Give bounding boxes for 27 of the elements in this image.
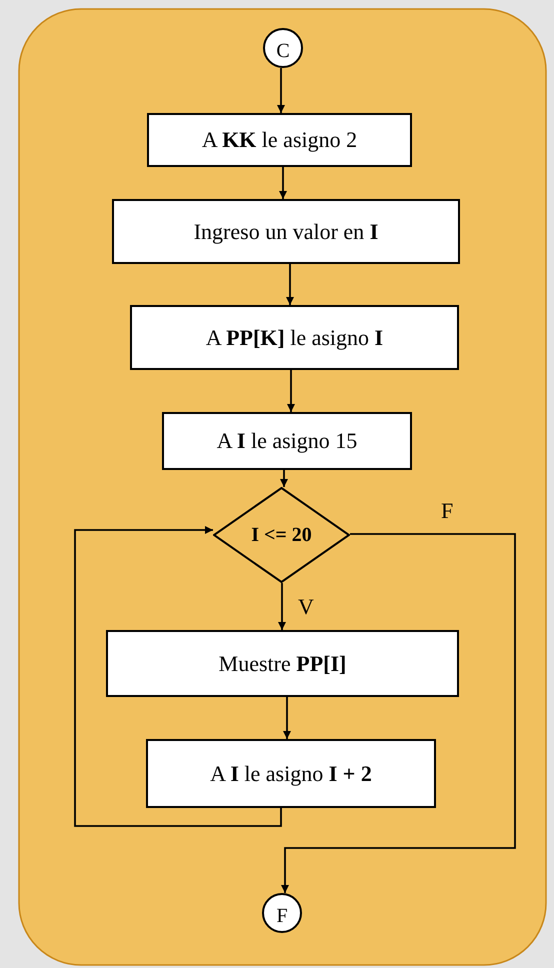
node-text: I <= 20 — [251, 524, 312, 546]
arrow — [280, 470, 288, 487]
process-box — [112, 199, 460, 264]
edge-label: F — [441, 500, 454, 522]
arrow — [286, 264, 294, 305]
node-text: A KK le asigno 2 — [202, 127, 358, 153]
node-text: A PP[K] le asigno I — [206, 324, 384, 350]
arrow — [279, 167, 287, 199]
decision-diamond — [213, 487, 350, 583]
node-text: C — [276, 40, 290, 62]
node-text: Muestre PP[I] — [218, 650, 346, 676]
arrow — [281, 533, 516, 893]
arrow — [278, 583, 286, 630]
node-text: A I le asigno 15 — [216, 428, 358, 454]
node-text: F — [276, 904, 288, 928]
process-box — [162, 412, 412, 470]
arrow — [283, 697, 291, 739]
node-text: Ingreso un valor en I — [194, 218, 378, 244]
arrow — [277, 68, 285, 113]
arrow — [74, 526, 282, 827]
arrow — [287, 370, 295, 412]
process-box — [147, 113, 412, 167]
process-box — [146, 739, 436, 808]
process-box — [130, 305, 459, 370]
process-box — [106, 630, 459, 697]
node-text: A I le asigno I + 2 — [210, 760, 372, 786]
edge-label: V — [298, 596, 314, 618]
